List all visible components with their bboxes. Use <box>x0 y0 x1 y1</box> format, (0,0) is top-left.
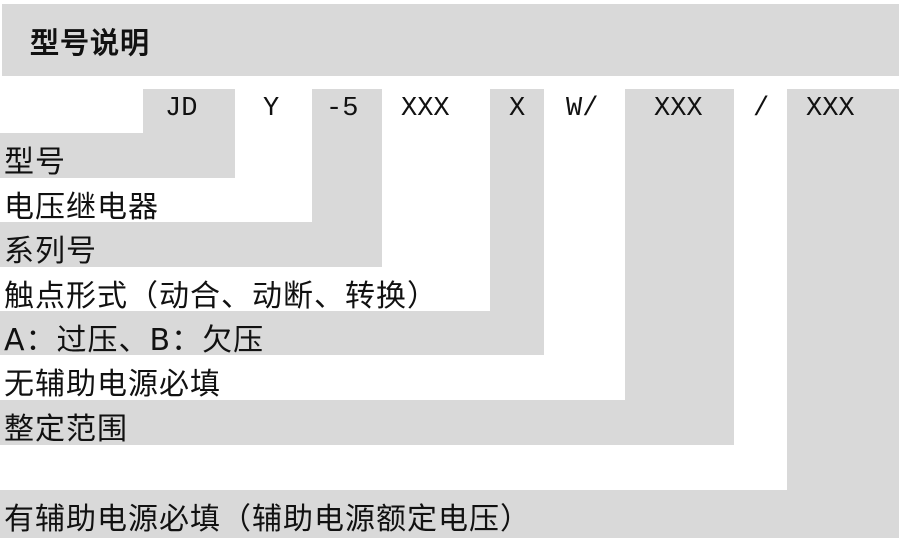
desc-voltage-relay: 电压继电器 <box>4 190 159 225</box>
desc-contact-form: 触点形式（动合、动断、转换） <box>4 279 438 314</box>
desc-series: 系列号 <box>4 234 97 269</box>
code-segment-contact: XXX <box>401 94 450 124</box>
row-band-range <box>0 400 734 445</box>
code-segment-jd: JD <box>165 94 198 124</box>
title-band <box>2 4 899 76</box>
code-segment-type: X <box>509 94 526 124</box>
desc-aux-voltage: 有辅助电源必填（辅助电源额定电压） <box>4 502 531 537</box>
desc-range: 整定范围 <box>4 412 128 447</box>
code-segment-y: Y <box>263 94 280 124</box>
column-range <box>625 89 734 445</box>
code-segment-aux: XXX <box>806 94 855 124</box>
code-segment-slash: / <box>753 94 770 124</box>
row-band-series <box>0 222 382 267</box>
code-segment-range: XXX <box>654 94 703 124</box>
desc-over-under: A：过压、B：欠压 <box>4 323 265 358</box>
row-band-aux <box>0 490 899 538</box>
column-series <box>312 89 382 222</box>
row-band-type <box>0 311 544 355</box>
page-title: 型号说明 <box>30 26 151 60</box>
code-segment-series: -5 <box>326 94 359 124</box>
desc-no-aux: 无辅助电源必填 <box>4 367 221 402</box>
desc-model: 型号 <box>4 145 66 180</box>
column-type <box>490 89 544 355</box>
row-band-model <box>0 133 235 178</box>
column-aux <box>787 89 899 538</box>
code-segment-w: W/ <box>566 94 599 124</box>
